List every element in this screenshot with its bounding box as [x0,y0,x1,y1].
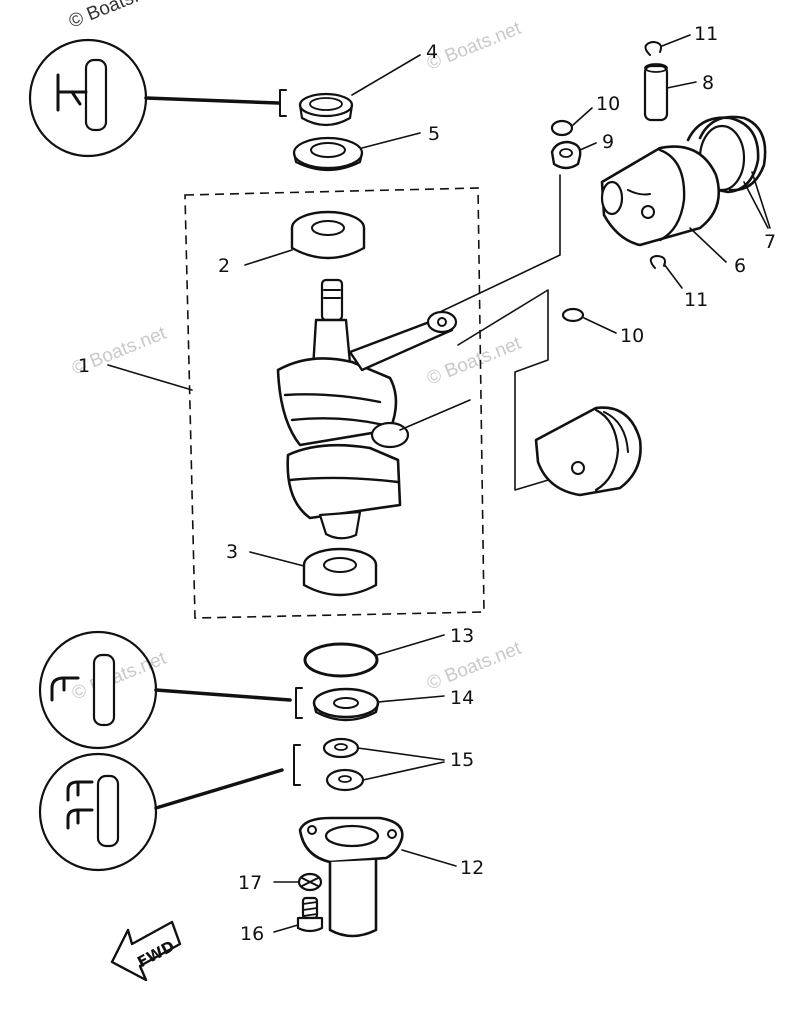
leader-2 [244,249,293,266]
leader-7a [743,181,769,229]
callout-16: 16 [240,923,264,945]
crankshaft-assembly-box [184,187,485,619]
leader-8 [666,81,697,89]
callout-14: 14 [450,687,474,709]
callout-10-bottom: 10 [620,325,644,347]
leader-15b [362,761,445,781]
callout-13: 13 [450,625,474,647]
part-12-bearing-housing [298,816,404,938]
watermarks: © Boats.net © Boats.net © Boats.net © Bo… [66,0,525,705]
callout-17: 17 [238,872,262,894]
leader-15a [357,747,445,761]
callout-3: 3 [226,541,238,563]
leader-9 [579,142,597,151]
part-16-bolt [296,896,324,933]
leader-6 [689,227,727,263]
part-15-washers [322,737,365,792]
callout-9: 9 [602,131,614,153]
part-10-washer-bottom [561,307,585,323]
callout-1: 1 [78,355,90,377]
part-14-thrust-washer [312,687,380,722]
forward-direction-arrow: FWD [110,920,182,982]
leader-14 [377,695,445,703]
part-13-o-ring [303,642,379,678]
part-17-lock-washer [297,872,323,892]
part-1-crankshaft [276,278,458,540]
callout-15: 15 [450,749,474,771]
callout-8: 8 [702,72,714,94]
leader-7b [751,171,771,229]
part-3-lower-bearing [302,547,378,597]
callout-11-top: 11 [694,23,718,45]
callout-7: 7 [764,231,776,253]
part-6-piston [600,145,721,247]
watermark-top-right: © Boats.net [424,18,525,75]
leader-4 [351,54,421,96]
leader-1 [107,364,193,391]
part-10-washer-top [550,119,574,137]
alternate-piston-view [534,406,642,497]
callout-10-top: 10 [596,93,620,115]
part-8-piston-pin [643,63,669,122]
leader-3 [249,551,305,567]
leader-5 [361,132,421,149]
leader-11-top [661,34,691,47]
link-rod-to-piston [439,174,561,313]
leader-12 [401,849,457,867]
watermark-mid: © Boats.net [424,333,525,390]
detail-circle-oil-seal [28,38,287,158]
callout-12: 12 [460,857,484,879]
callout-11-bottom: 11 [684,289,708,311]
detail-circle-washers [38,744,301,872]
part-11-circlip-bottom [649,255,666,269]
part-5-seal-housing [292,136,364,172]
leader-10-bottom [583,317,617,334]
callout-5: 5 [428,123,440,145]
part-9-needle-bearing [550,140,582,170]
leader-11-bottom [663,263,683,289]
link-rod-to-alt-piston [457,289,556,491]
callout-4: 4 [426,41,438,63]
detail-circle-seal-lip [38,630,303,750]
watermark-top-left: © Boats.net [66,0,167,33]
callout-6: 6 [734,255,746,277]
leader-16 [273,924,299,933]
part-11-circlip-top [644,41,662,56]
watermark-lower-mid: © Boats.net [424,638,525,695]
part-4-oil-seal [298,92,354,127]
callout-2: 2 [218,255,230,277]
leader-10-top [572,107,593,126]
link-crank-to-alt-piston [399,399,471,431]
leader-13 [376,634,445,656]
part-2-upper-bearing [290,210,366,260]
